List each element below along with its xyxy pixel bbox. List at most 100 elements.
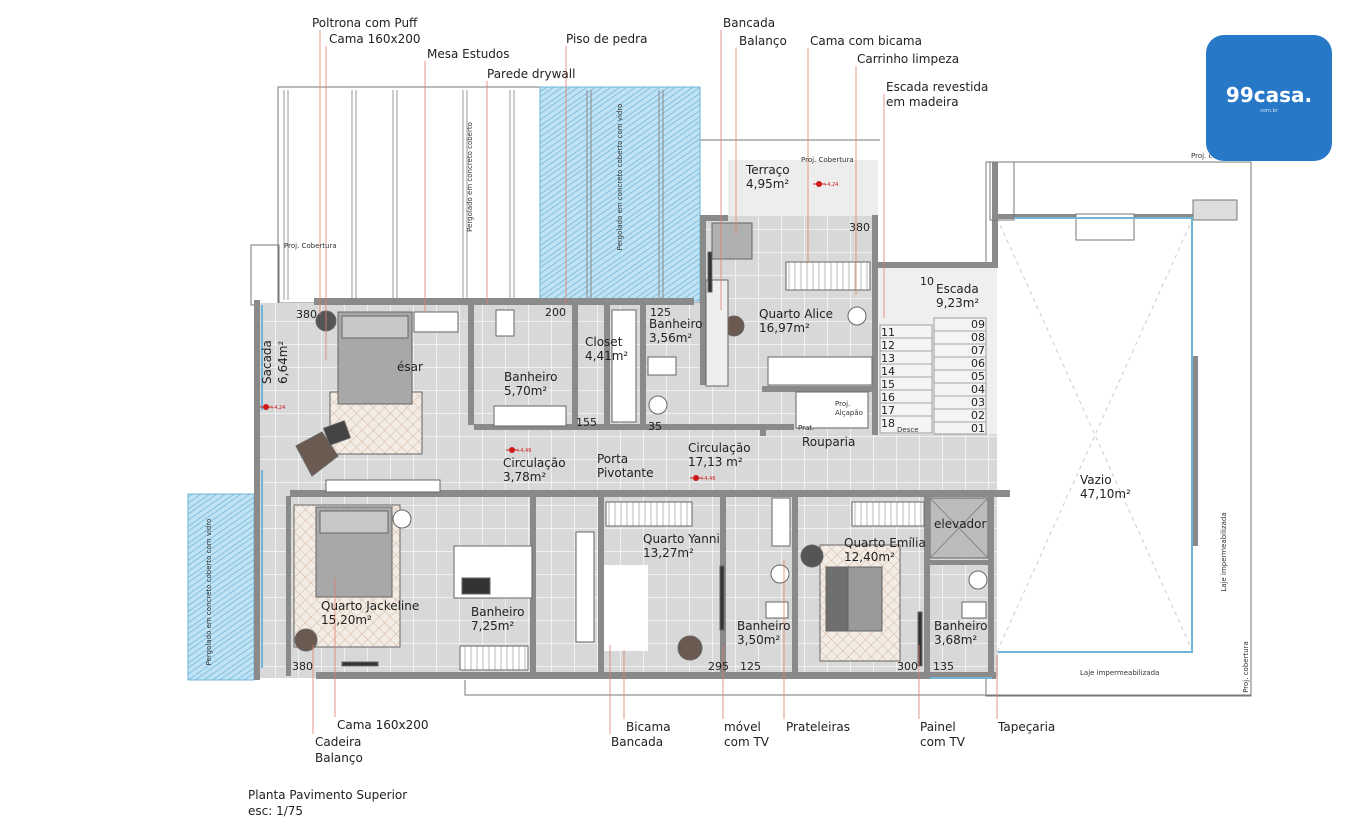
- room-area: Pivotante: [597, 466, 654, 480]
- top-label: Bancada: [723, 16, 775, 30]
- stair-step-number: 07: [971, 344, 985, 357]
- bottom-label: Bancada: [611, 735, 663, 749]
- room-name: Banheiro: [504, 370, 558, 384]
- small-label: Proj. Cobertura: [801, 156, 854, 164]
- room-name: Rouparia: [802, 435, 855, 449]
- stair-step-number: 15: [881, 378, 895, 391]
- stair-step-number: 17: [881, 404, 895, 417]
- stair-step-number: 08: [971, 331, 985, 344]
- bottom-label: Painel: [920, 720, 956, 734]
- room-name: Vazio: [1080, 473, 1112, 487]
- dimension-label: 380: [849, 221, 870, 234]
- small-label: Laje impermeabilizada: [1080, 669, 1159, 677]
- dimension-label: 200: [545, 306, 566, 319]
- dimension-label: 125: [740, 660, 761, 673]
- dimension-label: 35: [648, 420, 662, 433]
- room-area: 3,78m²: [503, 470, 546, 484]
- room-area: 5,70m²: [504, 384, 547, 398]
- bottom-annotation-labels: Cama 160x200CadeiraBalançoBicamaBancadam…: [315, 718, 1055, 765]
- walls: [254, 161, 1238, 680]
- stair-step-number: 14: [881, 365, 895, 378]
- rotated-label: Pergolado em concreto coberto: [466, 122, 474, 232]
- stair-step-number: 12: [881, 339, 895, 352]
- room-area: 15,20m²: [321, 613, 372, 627]
- room-name: Banheiro: [934, 619, 988, 633]
- furniture: [293, 222, 988, 671]
- stair-treads: [879, 317, 987, 435]
- top-label: Mesa Estudos: [427, 47, 510, 61]
- stair-step-number: 09: [971, 318, 985, 331]
- stair-step-number: 18: [881, 417, 895, 430]
- level-value: +4,24: [823, 182, 838, 188]
- sacada-area: 6,64m²: [276, 341, 290, 384]
- stair-step-number: 13: [881, 352, 895, 365]
- stair-step-number: 01: [971, 422, 985, 435]
- room-area: 17,13 m²: [688, 455, 743, 469]
- top-label: Piso de pedra: [566, 32, 647, 46]
- room-area: 13,27m²: [643, 546, 694, 560]
- bottom-label: com TV: [920, 735, 966, 749]
- bottom-label: Prateleiras: [786, 720, 850, 734]
- stair-step-number: 03: [971, 396, 985, 409]
- dimension-label: 10: [920, 275, 934, 288]
- top-label: Poltrona com Puff: [312, 16, 418, 30]
- rotated-label: Proj. cobertura: [1242, 641, 1250, 693]
- room-area: 3,68m²: [934, 633, 977, 647]
- top-label: Cama 160x200: [329, 32, 421, 46]
- room-name: Closet: [585, 335, 623, 349]
- room-name: Quarto Jackeline: [321, 599, 419, 613]
- room-area: 3,50m²: [737, 633, 780, 647]
- room-name: Quarto Alice: [759, 307, 833, 321]
- stair-step-number: 04: [971, 383, 985, 396]
- sacada-label: Sacada 6,64m²: [260, 340, 290, 384]
- pergola-glass-north: [539, 86, 701, 302]
- top-label: Cama com bicama: [810, 34, 922, 48]
- bottom-label: Cama 160x200: [337, 718, 429, 732]
- pergola-glass-west: [187, 493, 255, 681]
- top-label: Balanço: [739, 34, 787, 48]
- bottom-label: Bicama: [626, 720, 671, 734]
- room-area: 47,10m²: [1080, 487, 1131, 501]
- dimension-label: 300: [897, 660, 918, 673]
- rotated-label: Pergolado em concreto coberto com vidro: [616, 104, 624, 251]
- small-label: Proj. Cobertura: [284, 242, 337, 250]
- stair-step-number: 02: [971, 409, 985, 422]
- brand-logo[interactable]: 99casa. com.br: [1206, 35, 1332, 161]
- room-name: Banheiro: [649, 317, 703, 331]
- top-label: Carrinho limpeza: [857, 52, 959, 66]
- room-name: Circulação: [503, 456, 566, 470]
- room-name: ésar: [397, 360, 423, 374]
- bottom-label: Balanço: [315, 751, 363, 765]
- glass-railings: [261, 217, 1193, 679]
- room-area: 16,97m²: [759, 321, 810, 335]
- logo-text: 99casa.: [1225, 82, 1313, 107]
- room-area: 9,23m²: [936, 296, 979, 310]
- room-area: 3,56m²: [649, 331, 692, 345]
- dimension-label: 380: [296, 308, 317, 321]
- room-area: 7,25m²: [471, 619, 514, 633]
- plan-scale: esc: 1/75: [248, 804, 304, 818]
- pergola-roof: [283, 90, 515, 300]
- bottom-label: Tapeçaria: [997, 720, 1055, 734]
- dimension-label: 295: [708, 660, 729, 673]
- stair-step-number: 05: [971, 370, 985, 383]
- top-label: em madeira: [886, 95, 959, 109]
- small-label: Proj.: [835, 400, 850, 408]
- room-name: Terraço: [745, 163, 790, 177]
- stair-step-number: 06: [971, 357, 985, 370]
- rotated-label: Laje impermeabilizada: [1220, 512, 1228, 591]
- room-name: Porta: [597, 452, 628, 466]
- rotated-label: Pergolado em concreto coberto com vidro: [205, 519, 213, 666]
- bottom-label: móvel: [724, 720, 761, 734]
- room-name: Quarto Emília: [844, 536, 926, 550]
- stair-step-number: 16: [881, 391, 895, 404]
- room-name: Banheiro: [737, 619, 791, 633]
- room-name: Quarto Yanni: [643, 532, 720, 546]
- room-area: 4,41m²: [585, 349, 628, 363]
- sacada-name: Sacada: [260, 340, 274, 384]
